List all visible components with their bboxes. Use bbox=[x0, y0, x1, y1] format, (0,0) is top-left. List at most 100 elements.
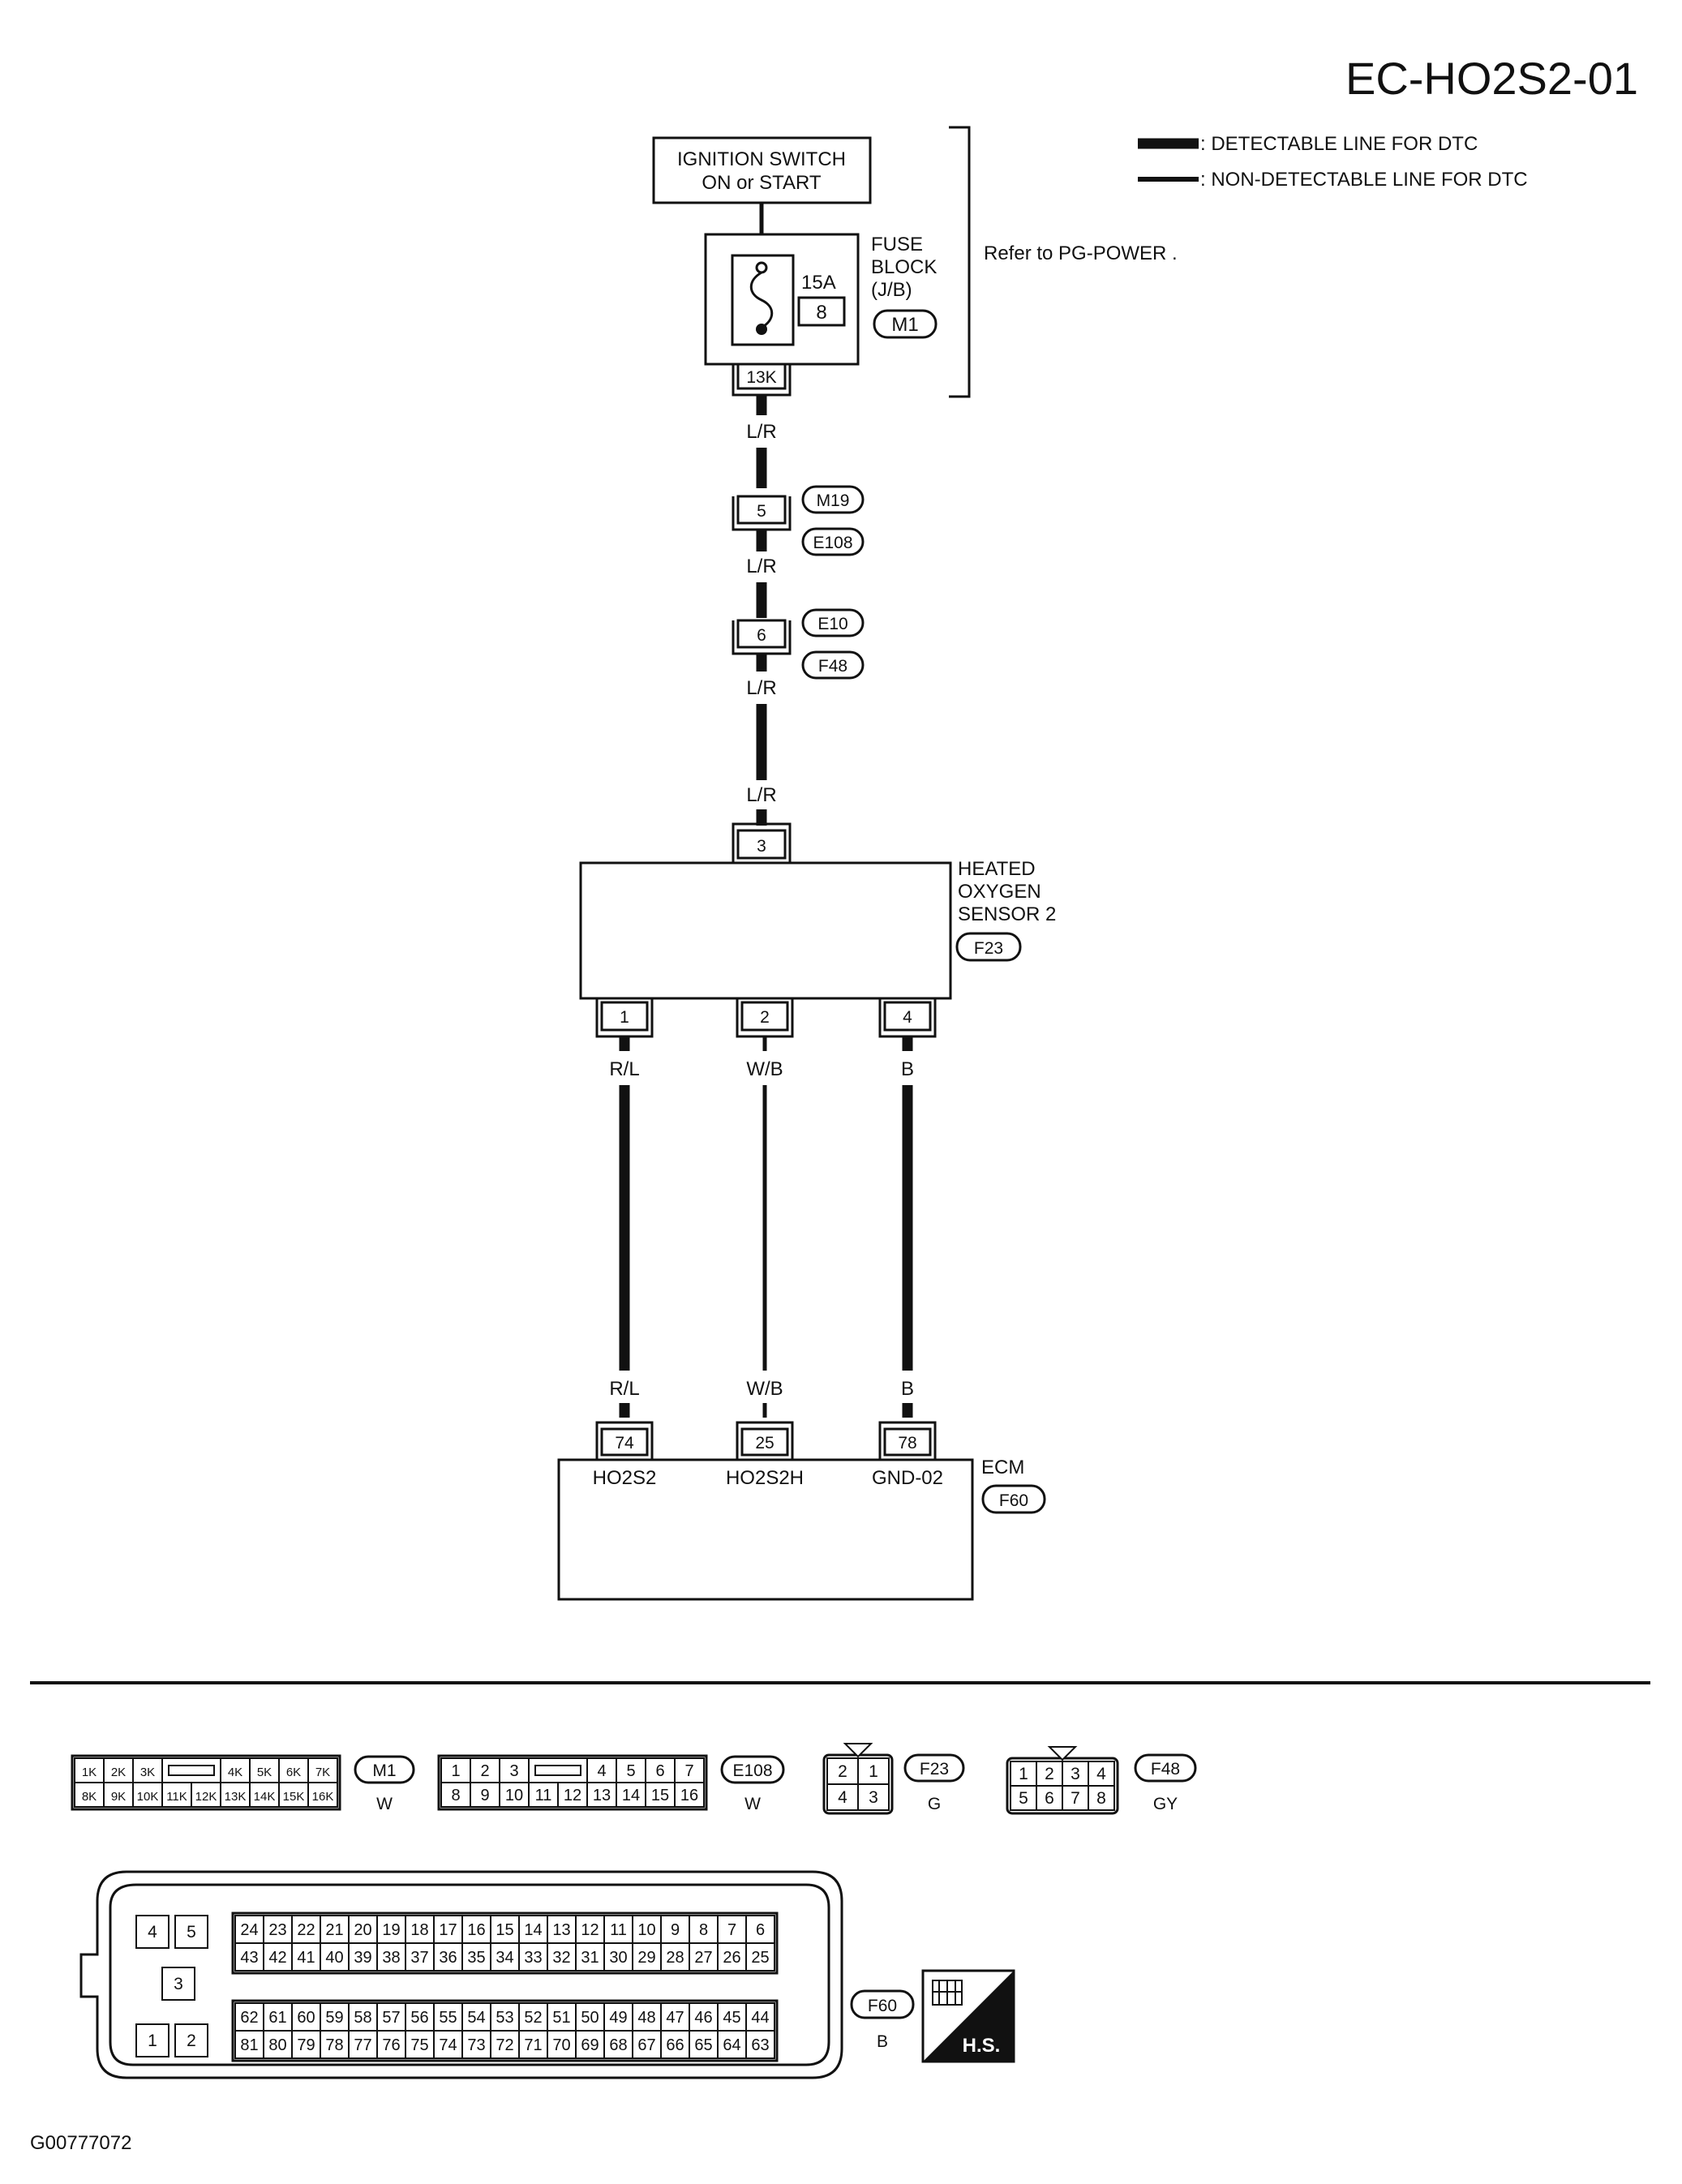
conn-e108-pin-13-label: 13 bbox=[593, 1787, 611, 1804]
fuse-terminal-label: 13K bbox=[746, 368, 776, 387]
conn-m1-pin-15K: 15K bbox=[278, 1782, 309, 1808]
conn-f23-pin-3-label: 3 bbox=[869, 1788, 878, 1807]
wire-rl-label-bottom: R/L bbox=[609, 1378, 639, 1400]
f60-pin-56: 56 bbox=[405, 2002, 435, 2032]
f60-pin-33: 33 bbox=[518, 1942, 548, 1972]
sensor-pin-4: 4 bbox=[878, 998, 937, 1038]
f60-pin-32: 32 bbox=[547, 1942, 577, 1972]
conn-e108-pin-10-label: 10 bbox=[505, 1787, 523, 1804]
conn-f48-pin-5: 5 bbox=[1010, 1785, 1037, 1811]
f60-pin-71: 71 bbox=[518, 2030, 548, 2059]
conn-f23-pin-2: 2 bbox=[826, 1757, 859, 1785]
conn-m1-pin-4K: 4K bbox=[220, 1757, 251, 1783]
heated-oxygen-sensor-2: HEATED OXYGEN SENSOR 2 F23 bbox=[579, 858, 1056, 1000]
conn-e108-pin-12-label: 12 bbox=[564, 1787, 581, 1804]
fuse-number: 8 bbox=[816, 302, 826, 324]
f60-pin-49-label: 49 bbox=[609, 2009, 627, 2027]
connector-f48-color: GY bbox=[1153, 1795, 1178, 1813]
f60-pin-13: 13 bbox=[547, 1915, 577, 1944]
f60-pin-72: 72 bbox=[490, 2030, 520, 2059]
conn-m1-pin-6K: 6K bbox=[278, 1757, 309, 1783]
conn-m1-pin-5K-label: 5K bbox=[257, 1766, 272, 1779]
f60-pin-64-label: 64 bbox=[723, 2036, 740, 2054]
conn-f48-pin-6-label: 6 bbox=[1045, 1789, 1054, 1808]
f60-pin-39: 39 bbox=[348, 1942, 378, 1972]
f60-pin-25-label: 25 bbox=[751, 1949, 769, 1967]
conn-m1-pin-14K: 14K bbox=[249, 1782, 280, 1808]
conn-e108-pin-3-label: 3 bbox=[509, 1762, 518, 1780]
joint-2-pin: 6 bbox=[757, 626, 766, 645]
f60-pin-12: 12 bbox=[575, 1915, 605, 1944]
f60-pin-3-label: 3 bbox=[174, 1975, 183, 1993]
conn-m1-pin-12K-label: 12K bbox=[195, 1790, 217, 1804]
f60-pin-23-label: 23 bbox=[268, 1921, 286, 1939]
f60-pin-65-label: 65 bbox=[694, 2036, 712, 2054]
joint-1-bottom-connector: E108 bbox=[813, 534, 852, 552]
f60-pin-61-label: 61 bbox=[268, 2009, 286, 2027]
hs-badge: H.S. bbox=[921, 1969, 1015, 2063]
conn-e108-pin-9-label: 9 bbox=[480, 1787, 489, 1804]
f60-pin-69: 69 bbox=[575, 2030, 605, 2059]
f60-pin-26-label: 26 bbox=[723, 1949, 740, 1967]
conn-e108-pin-11-label: 11 bbox=[535, 1787, 552, 1804]
wire-b-label-bottom: B bbox=[901, 1378, 914, 1400]
f60-pin-45-label: 45 bbox=[723, 2009, 740, 2027]
f60-pin-72-label: 72 bbox=[496, 2036, 513, 2054]
f60-pin-67: 67 bbox=[632, 2030, 662, 2059]
f60-pin-62: 62 bbox=[234, 2002, 264, 2032]
f60-pin-52: 52 bbox=[518, 2002, 548, 2032]
conn-f23-pin-4: 4 bbox=[826, 1783, 859, 1811]
f60-pin-77-label: 77 bbox=[354, 2036, 371, 2054]
fuse-bottom-terminal bbox=[756, 324, 767, 335]
conn-m1-pin-3K-label: 3K bbox=[140, 1766, 155, 1779]
conn-f48-pin-1: 1 bbox=[1010, 1761, 1037, 1787]
connector-f60-id: F60 bbox=[868, 1997, 897, 2015]
joint-1-top-connector: M19 bbox=[817, 491, 850, 510]
f60-pin-81-label: 81 bbox=[240, 2036, 258, 2054]
f60-pin-37-label: 37 bbox=[410, 1949, 428, 1967]
ecm-pin-25: 25 bbox=[736, 1421, 794, 1460]
f60-pin-54-label: 54 bbox=[467, 2009, 485, 2027]
f60-pin-18: 18 bbox=[405, 1915, 435, 1944]
f60-pin-20-label: 20 bbox=[354, 1921, 371, 1939]
connector-f23-id: F23 bbox=[920, 1760, 949, 1779]
f60-pin-29-label: 29 bbox=[637, 1949, 655, 1967]
f60-pin-36-label: 36 bbox=[439, 1949, 457, 1967]
f60-pin-58-label: 58 bbox=[354, 2009, 371, 2027]
sensor-top-pin-label: 3 bbox=[757, 837, 766, 856]
f60-pin-77: 77 bbox=[348, 2030, 378, 2059]
conn-f48-pin-2: 2 bbox=[1036, 1761, 1063, 1787]
sensor-pin-2: 2 bbox=[736, 998, 794, 1038]
f60-pin-28: 28 bbox=[660, 1942, 690, 1972]
conn-e108-pin-16: 16 bbox=[674, 1782, 705, 1808]
ecm-signal-gnd02: GND-02 bbox=[872, 1467, 943, 1489]
legend-detectable-label: : DETECTABLE LINE FOR DTC bbox=[1200, 133, 1478, 155]
f60-pin-40-label: 40 bbox=[325, 1949, 343, 1967]
f60-pin-29: 29 bbox=[632, 1942, 662, 1972]
f60-pin-75: 75 bbox=[405, 2030, 435, 2059]
conn-e108-pin-6-label: 6 bbox=[655, 1762, 664, 1780]
f60-pin-11-label: 11 bbox=[610, 1921, 627, 1939]
f60-pin-46-label: 46 bbox=[694, 2009, 712, 2027]
conn-e108-pin-2-label: 2 bbox=[480, 1762, 489, 1780]
f60-pin-28-label: 28 bbox=[666, 1949, 684, 1967]
wire-b-label-top: B bbox=[901, 1058, 914, 1080]
conn-f48-pin-8: 8 bbox=[1088, 1785, 1115, 1811]
conn-e108-pin-1: 1 bbox=[440, 1757, 471, 1783]
conn-f23-pin-1: 1 bbox=[857, 1757, 890, 1785]
f60-pin-57-label: 57 bbox=[382, 2009, 400, 2027]
conn-m1-pin-2K: 2K bbox=[103, 1757, 134, 1783]
f60-pin-1-label: 1 bbox=[148, 2032, 157, 2050]
f60-pin-53-label: 53 bbox=[496, 2009, 513, 2027]
f60-pin-22: 22 bbox=[291, 1915, 321, 1944]
ecm-pin-25-label: 25 bbox=[755, 1434, 774, 1452]
f60-pin-6: 6 bbox=[745, 1915, 775, 1944]
sensor-pin-2-label: 2 bbox=[760, 1008, 770, 1027]
conn-f23-pin-1-label: 1 bbox=[869, 1762, 878, 1781]
f60-pin-15: 15 bbox=[490, 1915, 520, 1944]
sensor-pin-4-label: 4 bbox=[903, 1008, 912, 1027]
sensor-pin-3: 3 bbox=[732, 822, 792, 863]
f60-pin-68-label: 68 bbox=[609, 2036, 627, 2054]
